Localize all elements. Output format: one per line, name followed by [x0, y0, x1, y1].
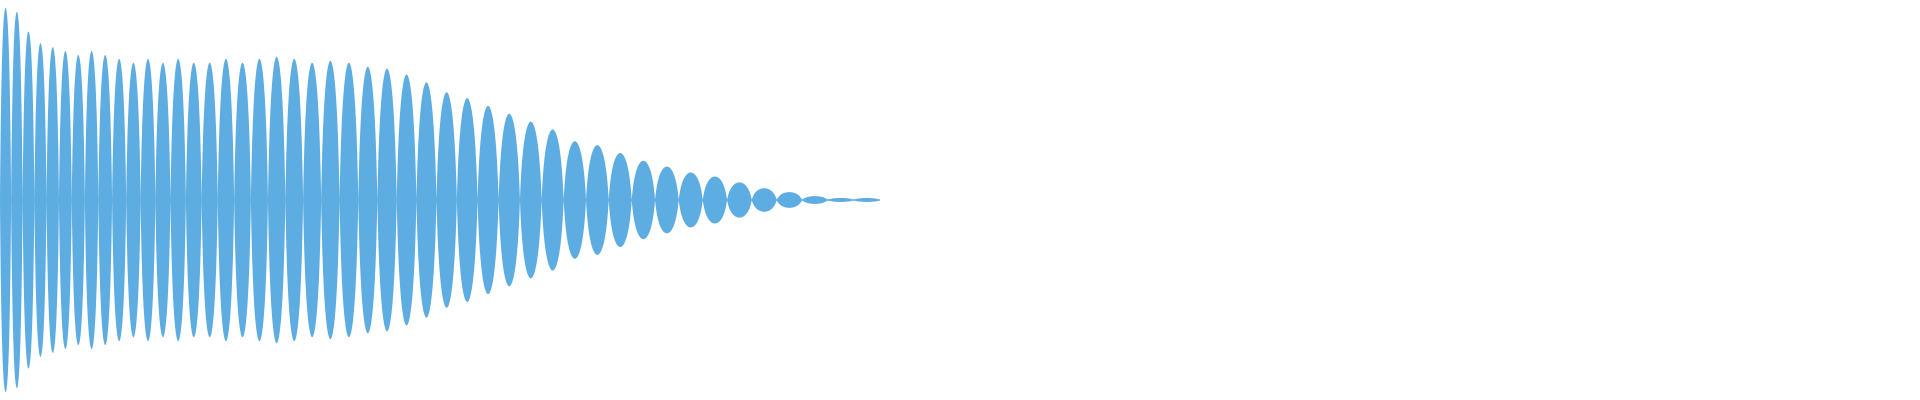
waveform-lobe [608, 152, 632, 248]
waveform-lobe [631, 160, 656, 240]
waveform-lobe [519, 121, 542, 279]
waveform-lobe [34, 43, 47, 357]
waveform-lobe [477, 105, 499, 295]
waveform-lobe [285, 58, 304, 342]
waveform-lobe [339, 62, 359, 338]
waveform-lobe [678, 172, 703, 228]
waveform-lobe [98, 54, 113, 346]
waveform-lobe [802, 196, 828, 204]
waveform-lobe [498, 113, 520, 287]
waveform-lobe [416, 82, 437, 318]
waveform-lobe [303, 62, 322, 338]
waveform-lobe [436, 92, 457, 308]
waveform-lobe [655, 166, 679, 234]
waveform-lobe [58, 51, 72, 349]
waveform-lobes [0, 7, 880, 393]
waveform-lobe [11, 11, 23, 389]
waveform-lobe [185, 62, 202, 338]
waveform-lobe [396, 74, 417, 326]
waveform-lobe [71, 54, 85, 346]
waveform-lobe [267, 56, 286, 344]
waveform-lobe [0, 7, 12, 393]
waveform-lobe [155, 62, 171, 338]
waveform-lobe [541, 129, 564, 271]
waveform-lobe [358, 66, 378, 334]
waveform-lobe [217, 58, 235, 342]
waveform-lobe [22, 31, 35, 369]
waveform-lobe [586, 145, 609, 255]
waveform-lobe [727, 182, 752, 218]
waveform-lobe [827, 198, 854, 202]
waveform-lobe [702, 176, 728, 224]
waveform-lobe [84, 51, 99, 349]
waveform-lobe [250, 58, 268, 342]
waveform-lobe [112, 58, 127, 342]
waveform-lobe [377, 68, 397, 332]
waveform-lobe [751, 188, 777, 212]
waveform-lobe [563, 141, 587, 259]
waveform-lobe [170, 58, 186, 342]
waveform-lobe [126, 62, 141, 338]
waveform-lobe [140, 58, 156, 342]
waveform-lobe [46, 47, 59, 353]
waveform-lobe [853, 198, 880, 202]
waveform-lobe [776, 192, 803, 208]
waveform-lobe [456, 98, 478, 302]
waveform-lobe [234, 62, 251, 338]
waveform-lobe [201, 62, 218, 338]
waveform-lobe [321, 60, 340, 340]
